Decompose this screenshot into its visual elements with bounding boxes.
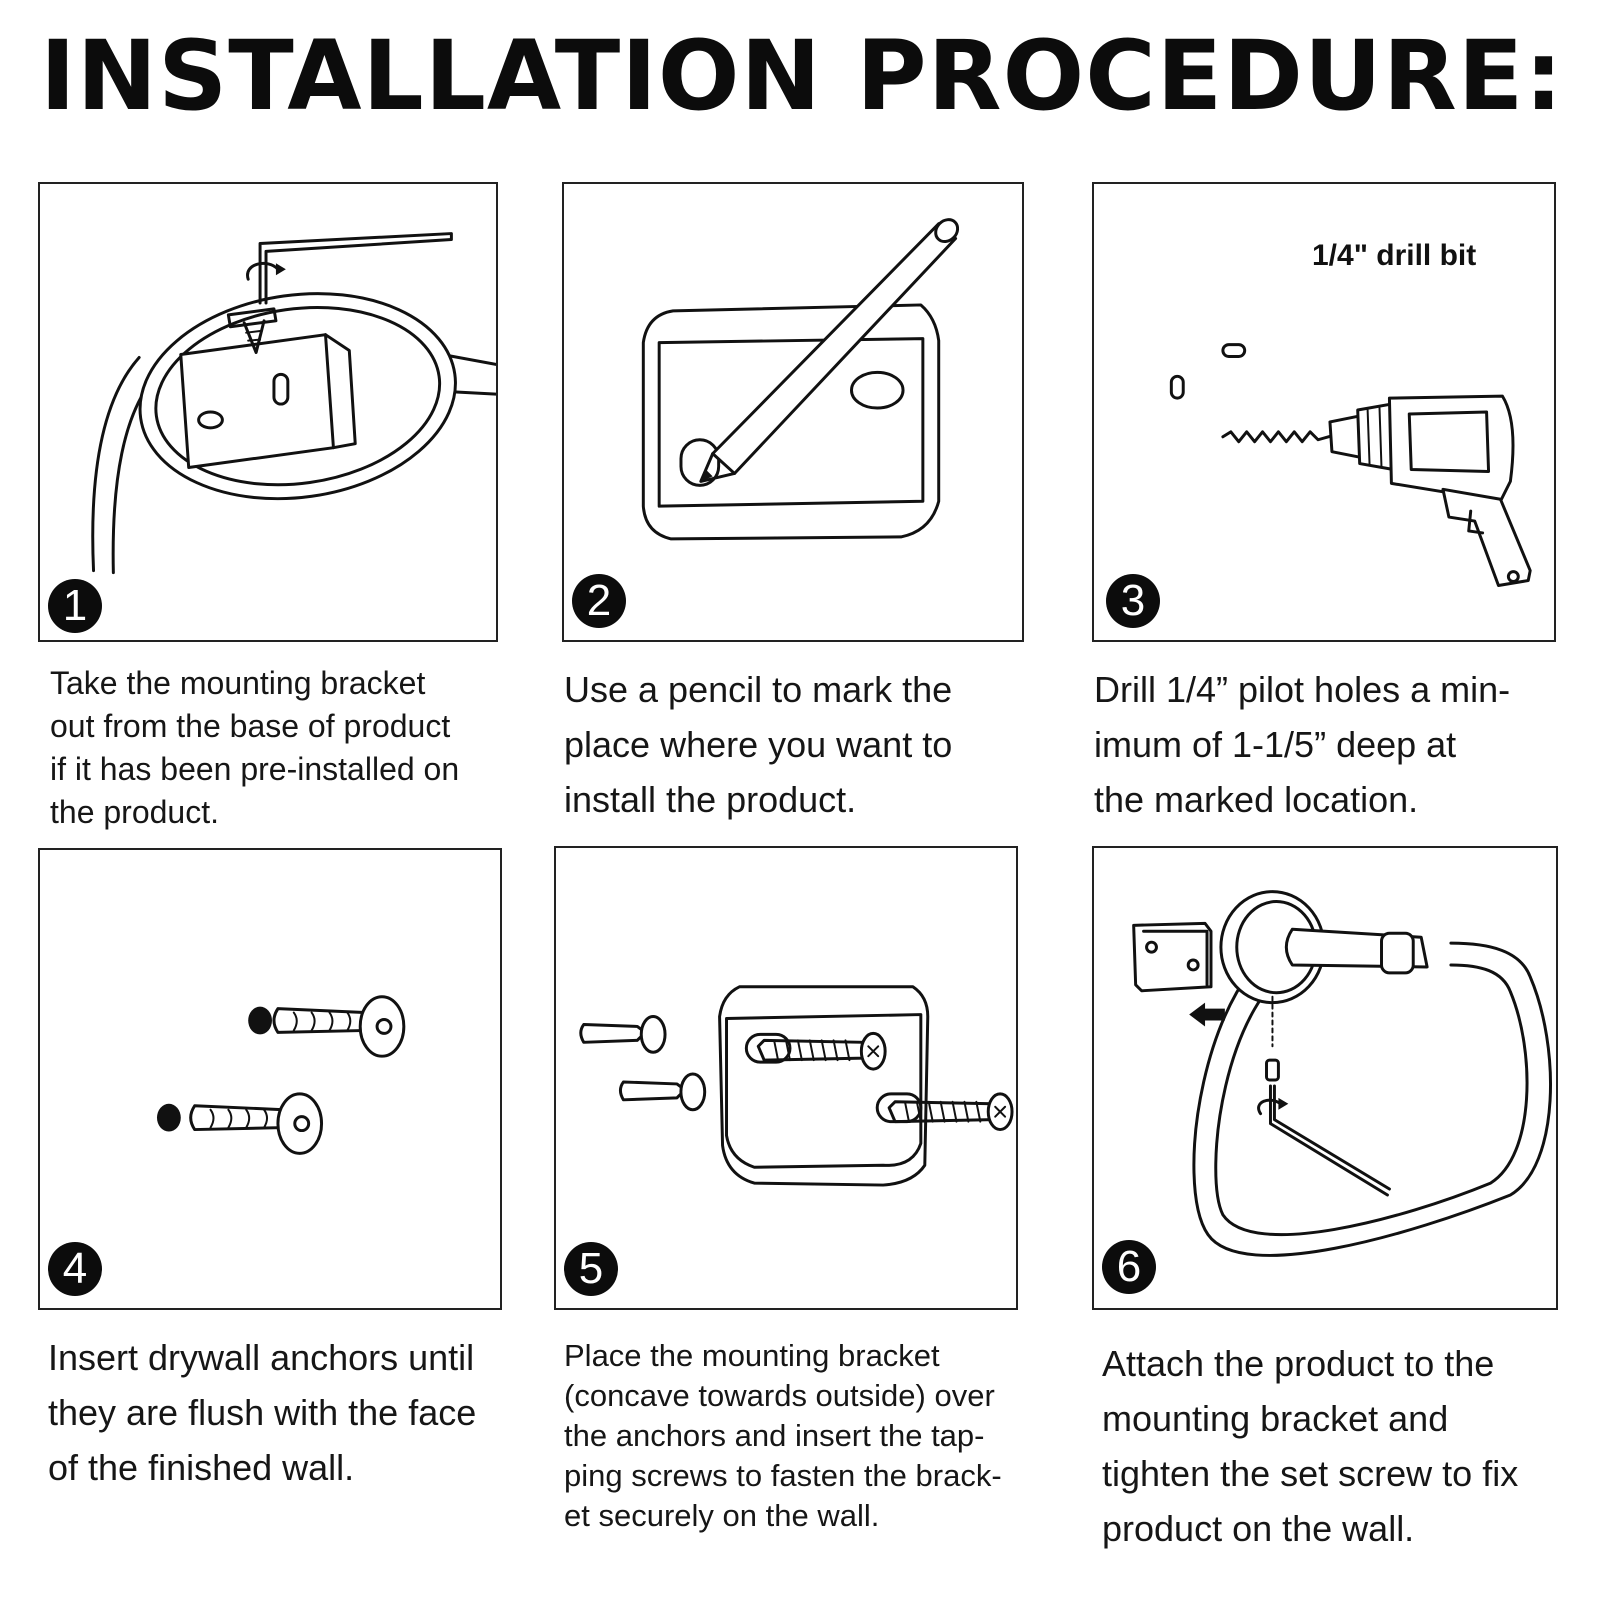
step-1-caption: Take the mounting bracket out from the b… <box>50 665 460 830</box>
step-3-caption: Drill 1/4” pilot holes a min- imum of 1-… <box>1094 669 1511 820</box>
step-4-caption: Insert drywall anchors until they are fl… <box>48 1337 477 1488</box>
drill-making-pilot-holes-drawing <box>1169 343 1532 587</box>
step-5-number-badge: 5 <box>564 1242 618 1296</box>
pencil-marking-bracket-drawing <box>641 218 960 541</box>
page-title: INSTALLATION PROCEDURE: <box>40 20 1564 132</box>
drill-bit-label: 1/4" drill bit <box>1312 239 1477 272</box>
step-1-illustration: 1 <box>38 182 498 642</box>
bracket-screwing-to-wall-drawing <box>579 985 1014 1187</box>
step-5-illustration: 5 <box>554 846 1018 1310</box>
step-1-number-badge: 1 <box>48 579 102 633</box>
attaching-towel-ring-drawing <box>1132 890 1552 1257</box>
step-6-caption: Attach the product to the mounting brack… <box>1102 1343 1519 1549</box>
step-5-caption: Place the mounting bracket (concave towa… <box>564 1338 1002 1533</box>
hex-key-removing-bracket-drawing <box>91 232 496 575</box>
step-4-number-badge: 4 <box>48 1242 102 1296</box>
step-6-illustration: 6 <box>1092 846 1558 1310</box>
step-3-number-badge: 3 <box>1106 574 1160 628</box>
step-4-illustration: 4 <box>38 848 502 1310</box>
step-2-number-badge: 2 <box>572 574 626 628</box>
drywall-anchors-inserting-drawing <box>156 995 406 1155</box>
step-6-number-badge: 6 <box>1102 1240 1156 1294</box>
step-3-illustration: 1/4" drill bit 3 <box>1092 182 1556 642</box>
step-2-caption: Use a pencil to mark the place where you… <box>564 669 953 820</box>
step-2-illustration: 2 <box>562 182 1024 642</box>
